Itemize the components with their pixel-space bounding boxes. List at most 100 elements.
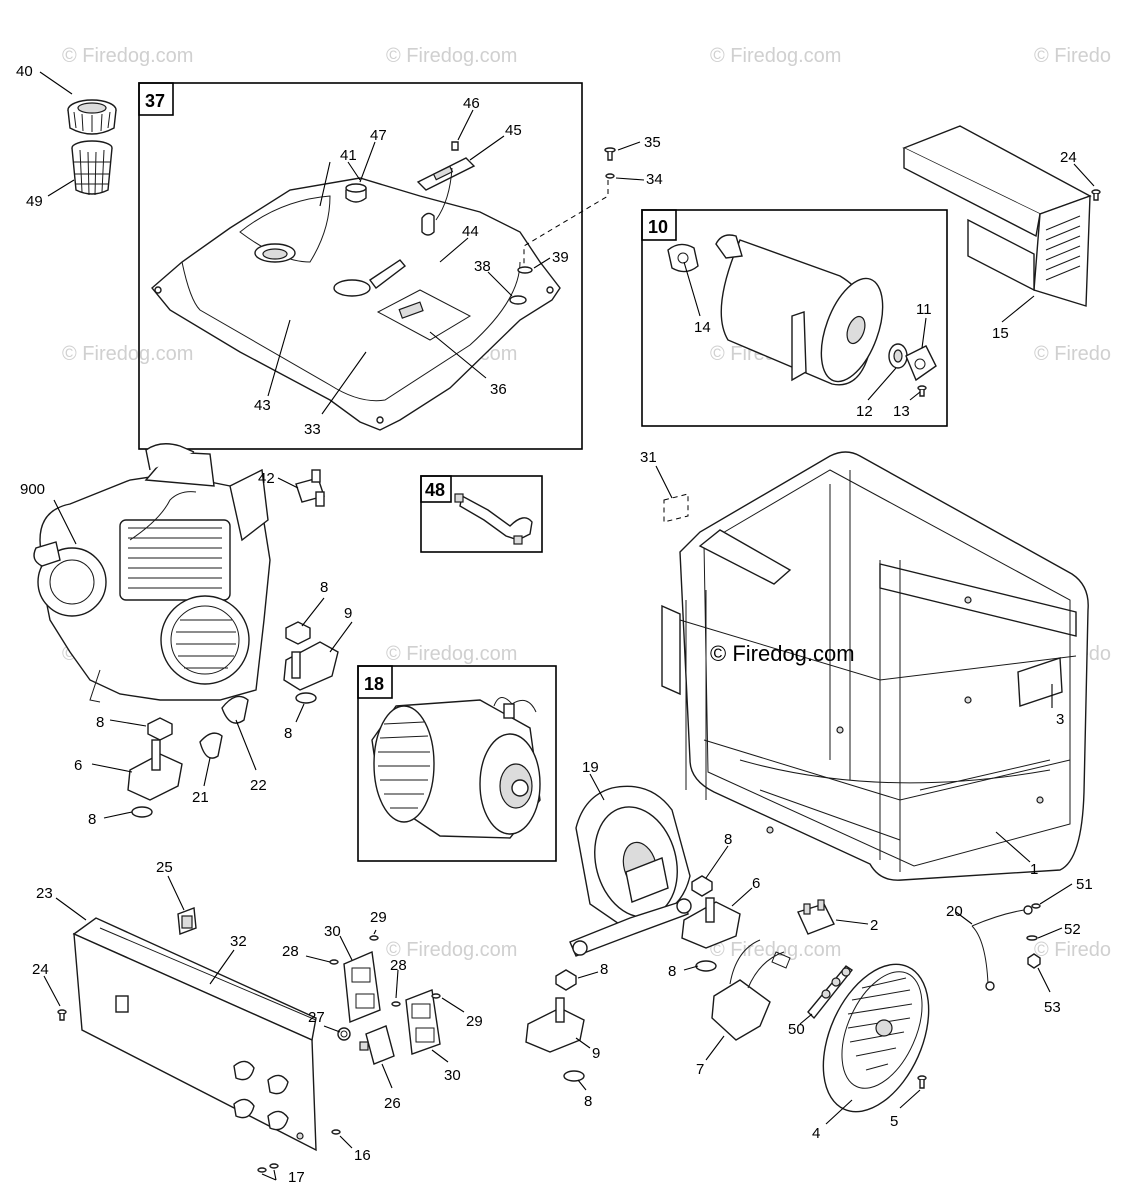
group-number-box [357, 665, 393, 699]
washer-part[interactable] [695, 960, 717, 972]
rocker-switch-part[interactable] [177, 907, 197, 935]
control-panel-part[interactable] [72, 917, 317, 1152]
end-bracket-part[interactable] [569, 785, 692, 957]
callout-label: 6 [74, 757, 82, 774]
callout-label: 8 [320, 579, 328, 596]
callout-label: 8 [96, 714, 104, 731]
callout-label: 8 [724, 831, 732, 848]
brush-holder-part[interactable] [797, 899, 835, 935]
watermark: © Firedog.com [386, 643, 517, 665]
vibration-mount-part[interactable] [283, 641, 339, 691]
callout-label: 24 [1060, 149, 1077, 166]
group-number-box [138, 82, 174, 116]
watermark: © Firedo [1034, 45, 1111, 67]
callout-label: 49 [26, 193, 43, 210]
vibration-mount-part[interactable] [127, 739, 183, 801]
screw-part[interactable] [391, 1001, 401, 1007]
nut-part[interactable] [691, 875, 713, 897]
retaining-ring-part[interactable] [337, 1027, 351, 1041]
rubber-spacer-part[interactable] [199, 732, 223, 759]
bracket-part[interactable] [807, 965, 854, 1020]
fuel-strainer-part[interactable] [71, 140, 113, 196]
watermark: © Firedog.com [386, 939, 517, 961]
muffler-gasket-part[interactable] [905, 345, 937, 382]
washer-part[interactable] [1026, 935, 1038, 941]
circuit-breaker-part[interactable] [359, 1025, 395, 1065]
callout-label: 47 [370, 127, 387, 144]
tank-bracket-part[interactable] [416, 141, 476, 236]
screw-part[interactable] [604, 147, 616, 161]
callout-label: 35 [644, 134, 661, 151]
screw-part[interactable] [917, 1075, 927, 1089]
callout-label: 38 [474, 258, 491, 275]
callout-label: 5 [890, 1113, 898, 1130]
muffler-part[interactable] [715, 234, 895, 390]
callout-label: 8 [88, 811, 96, 828]
callout-label: 9 [344, 605, 352, 622]
callout-label: 900 [20, 481, 45, 498]
callout-label: 40 [16, 63, 33, 80]
frame-part[interactable] [661, 451, 1089, 881]
duplex-outlet-part[interactable] [405, 989, 441, 1055]
group-number-box [420, 475, 452, 503]
screw-part[interactable] [1031, 903, 1041, 909]
engine-part[interactable] [33, 443, 271, 703]
callout-label: 41 [340, 147, 357, 164]
screw-part[interactable] [329, 959, 339, 965]
screw-part[interactable] [1091, 189, 1101, 201]
fuel-tank-part[interactable] [151, 177, 561, 431]
grommet-part[interactable] [517, 266, 533, 274]
fuel-hose-part[interactable] [454, 493, 533, 545]
alternator-part[interactable] [371, 697, 541, 839]
screw-part[interactable] [57, 1009, 67, 1021]
callout-label: 20 [946, 903, 963, 920]
rubber-spacer-part[interactable] [221, 695, 249, 724]
heat-shield-part[interactable] [902, 125, 1092, 307]
ground-wire-part[interactable] [971, 905, 1033, 991]
vent-valve-part[interactable] [345, 183, 367, 203]
callout-label: 7 [696, 1061, 704, 1078]
vibration-mount-part[interactable] [681, 897, 741, 949]
callout-label: 28 [282, 943, 299, 960]
callout-label: 4 [812, 1125, 820, 1142]
exhaust-gasket-part[interactable] [667, 243, 699, 273]
callout-label: 23 [36, 885, 53, 902]
nut-part[interactable] [147, 717, 173, 741]
callout-label: 15 [992, 325, 1009, 342]
voltage-regulator-part[interactable] [711, 939, 791, 1041]
washer-part[interactable] [605, 173, 615, 179]
group-number: 18 [364, 674, 384, 694]
washer-part[interactable] [563, 1070, 585, 1082]
vibration-mount-part[interactable] [525, 997, 585, 1053]
washer-part[interactable] [131, 806, 153, 818]
screw-part[interactable] [369, 935, 379, 941]
spark-arrestor-part[interactable] [888, 343, 908, 369]
end-cover-part[interactable] [802, 948, 949, 1128]
callout-label: 45 [505, 122, 522, 139]
screw-part[interactable] [257, 1163, 279, 1173]
screw-part[interactable] [431, 993, 441, 999]
rating-label-part[interactable] [663, 493, 689, 523]
watermark: © Firedog.com [710, 939, 841, 961]
duplex-outlet-part[interactable] [343, 950, 381, 1023]
nut-part[interactable] [555, 969, 577, 991]
watermark: © Firedog.com [386, 45, 517, 67]
center-watermark: © Firedog.com [710, 641, 855, 666]
callout-label: 31 [640, 449, 657, 466]
screw-part[interactable] [917, 385, 927, 397]
callout-label: 43 [254, 397, 271, 414]
fuel-valve-part[interactable] [295, 469, 325, 507]
washer-part[interactable] [295, 692, 317, 704]
fuel-tank-group-box [138, 82, 583, 450]
fuel-cap-part[interactable] [67, 99, 117, 135]
nut-part[interactable] [1027, 953, 1041, 969]
callout-label: 13 [893, 403, 910, 420]
grommet-part[interactable] [509, 295, 527, 305]
nut-part[interactable] [285, 621, 311, 645]
callout-label: 34 [646, 171, 663, 188]
group-number: 48 [425, 480, 445, 500]
screw-part[interactable] [331, 1129, 341, 1135]
callout-label: 2 [870, 917, 878, 934]
